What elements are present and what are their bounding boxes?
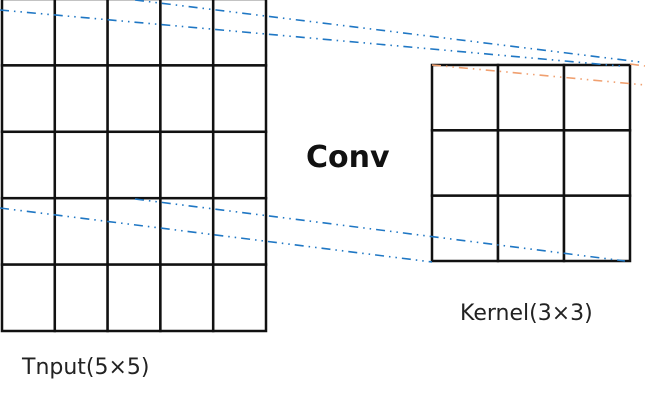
input-cell <box>159 64 215 134</box>
projection-line-bottom-outer <box>0 207 433 263</box>
input-cell <box>106 263 162 333</box>
kernel-cell <box>430 63 500 132</box>
projection-line-top-outer <box>0 9 621 67</box>
kernel-cell <box>562 194 632 263</box>
input-label: Tnput(5×5) <box>22 355 150 380</box>
kernel-cell <box>562 129 632 197</box>
input-cell <box>53 130 109 200</box>
input-cell <box>159 0 215 67</box>
input-cell <box>0 130 57 200</box>
operation-label: Conv <box>306 140 390 175</box>
projection-lines <box>0 0 645 263</box>
input-cell <box>53 196 109 266</box>
kernel-label: Kernel(3×3) <box>460 301 593 326</box>
input-cell <box>106 196 162 266</box>
kernel-edge-line-top <box>431 64 645 86</box>
input-cell <box>159 196 215 266</box>
input-cell <box>211 196 268 266</box>
input-cell <box>0 263 57 333</box>
input-cell <box>211 64 268 134</box>
input-cell <box>106 64 162 134</box>
input-cell <box>0 196 57 266</box>
input-cell <box>53 263 109 333</box>
input-cell <box>211 130 268 200</box>
kernel-cell <box>430 129 500 197</box>
kernel-cell <box>562 63 632 132</box>
kernel-grid <box>430 63 632 263</box>
kernel-cell <box>496 129 566 197</box>
input-cell <box>159 130 215 200</box>
projection-line-top-inner <box>134 0 641 63</box>
input-cell <box>106 130 162 200</box>
input-cell <box>211 263 268 333</box>
kernel-edge-line-corner <box>629 63 645 67</box>
input-cell <box>0 64 57 134</box>
projection-line-bottom-inner <box>134 198 626 262</box>
input-grid <box>0 0 268 333</box>
kernel-cell <box>496 194 566 263</box>
input-cell <box>53 0 109 67</box>
input-cell <box>106 0 162 67</box>
input-cell <box>0 0 57 67</box>
input-cell <box>159 263 215 333</box>
input-cell <box>53 64 109 134</box>
kernel-cell <box>430 194 500 263</box>
kernel-cell <box>496 63 566 132</box>
